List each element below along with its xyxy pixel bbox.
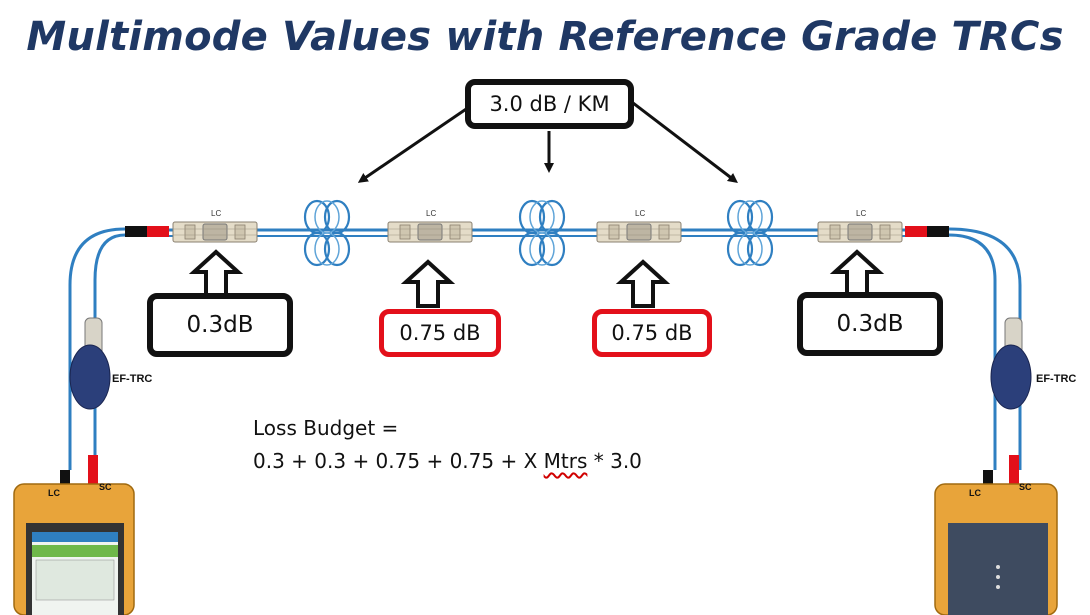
right-trc-cord-1 xyxy=(948,227,1022,470)
left-tester-lc-label: LC xyxy=(48,488,60,498)
right-tester xyxy=(934,483,1058,615)
connector-1 xyxy=(172,221,258,243)
left-trc-tag xyxy=(69,344,111,410)
loss-budget-line-2: 0.3 + 0.3 + 0.75 + 0.75 + X Mtrs * 3.0 xyxy=(253,445,642,478)
right-black-boot xyxy=(927,226,949,237)
loss-arrow-3 xyxy=(619,260,667,308)
connector-loss-box-4: 0.3dB xyxy=(797,292,943,356)
loss-arrow-1 xyxy=(192,250,240,298)
loss-budget: Loss Budget = 0.3 + 0.3 + 0.75 + 0.75 + … xyxy=(253,412,642,478)
attenuation-box: 3.0 dB / KM xyxy=(465,79,634,129)
fiber-spool-3 xyxy=(726,199,774,267)
right-tester-sc-label: SC xyxy=(1019,482,1032,492)
loss-arrow-4 xyxy=(833,250,881,298)
attenuation-arrow-left xyxy=(357,101,476,183)
left-trc-label: EF-TRC xyxy=(112,373,153,385)
connector-type-label-2: LC xyxy=(426,209,437,218)
connector-type-label-3: LC xyxy=(635,209,646,218)
left-tester-sc-label: SC xyxy=(99,482,112,492)
page-title: Multimode Values with Reference Grade TR… xyxy=(26,14,1064,60)
right-tester-lc-label: LC xyxy=(969,488,981,498)
right-sc-port-boot xyxy=(1009,455,1019,485)
right-lc-port-boot xyxy=(983,470,993,488)
loss-budget-meters: Mtrs xyxy=(543,449,588,473)
connector-type-label-4: LC xyxy=(856,209,867,218)
attenuation-arrow-right xyxy=(632,101,738,184)
loss-arrow-2 xyxy=(404,260,452,308)
left-trc-cord-2 xyxy=(93,233,126,470)
right-red-boot xyxy=(905,226,927,237)
right-trc-label: EF-TRC xyxy=(1036,373,1077,385)
left-trc-cord-1 xyxy=(68,227,126,470)
connector-type-label-1: LC xyxy=(211,209,222,218)
connector-2 xyxy=(387,221,473,243)
left-black-boot xyxy=(125,226,147,237)
left-red-boot xyxy=(147,226,169,237)
loss-budget-multiplier: * 3.0 xyxy=(587,449,642,473)
loss-budget-line-1: Loss Budget = xyxy=(253,416,399,440)
connector-loss-box-2: 0.75 dB xyxy=(379,309,501,357)
connector-loss-box-1: 0.3dB xyxy=(147,293,293,357)
right-trc-cord-2 xyxy=(948,233,997,470)
fiber-spool-1 xyxy=(303,199,351,267)
left-lc-port-boot xyxy=(60,470,70,488)
left-sc-port-boot xyxy=(88,455,98,485)
connector-3 xyxy=(596,221,682,243)
connector-loss-box-3: 0.75 dB xyxy=(592,309,712,357)
right-trc-tag xyxy=(990,344,1032,410)
left-tester xyxy=(13,483,135,615)
connector-4 xyxy=(817,221,903,243)
loss-budget-terms: 0.3 + 0.3 + 0.75 + 0.75 + X xyxy=(253,449,544,473)
fiber-spool-2 xyxy=(518,199,566,267)
